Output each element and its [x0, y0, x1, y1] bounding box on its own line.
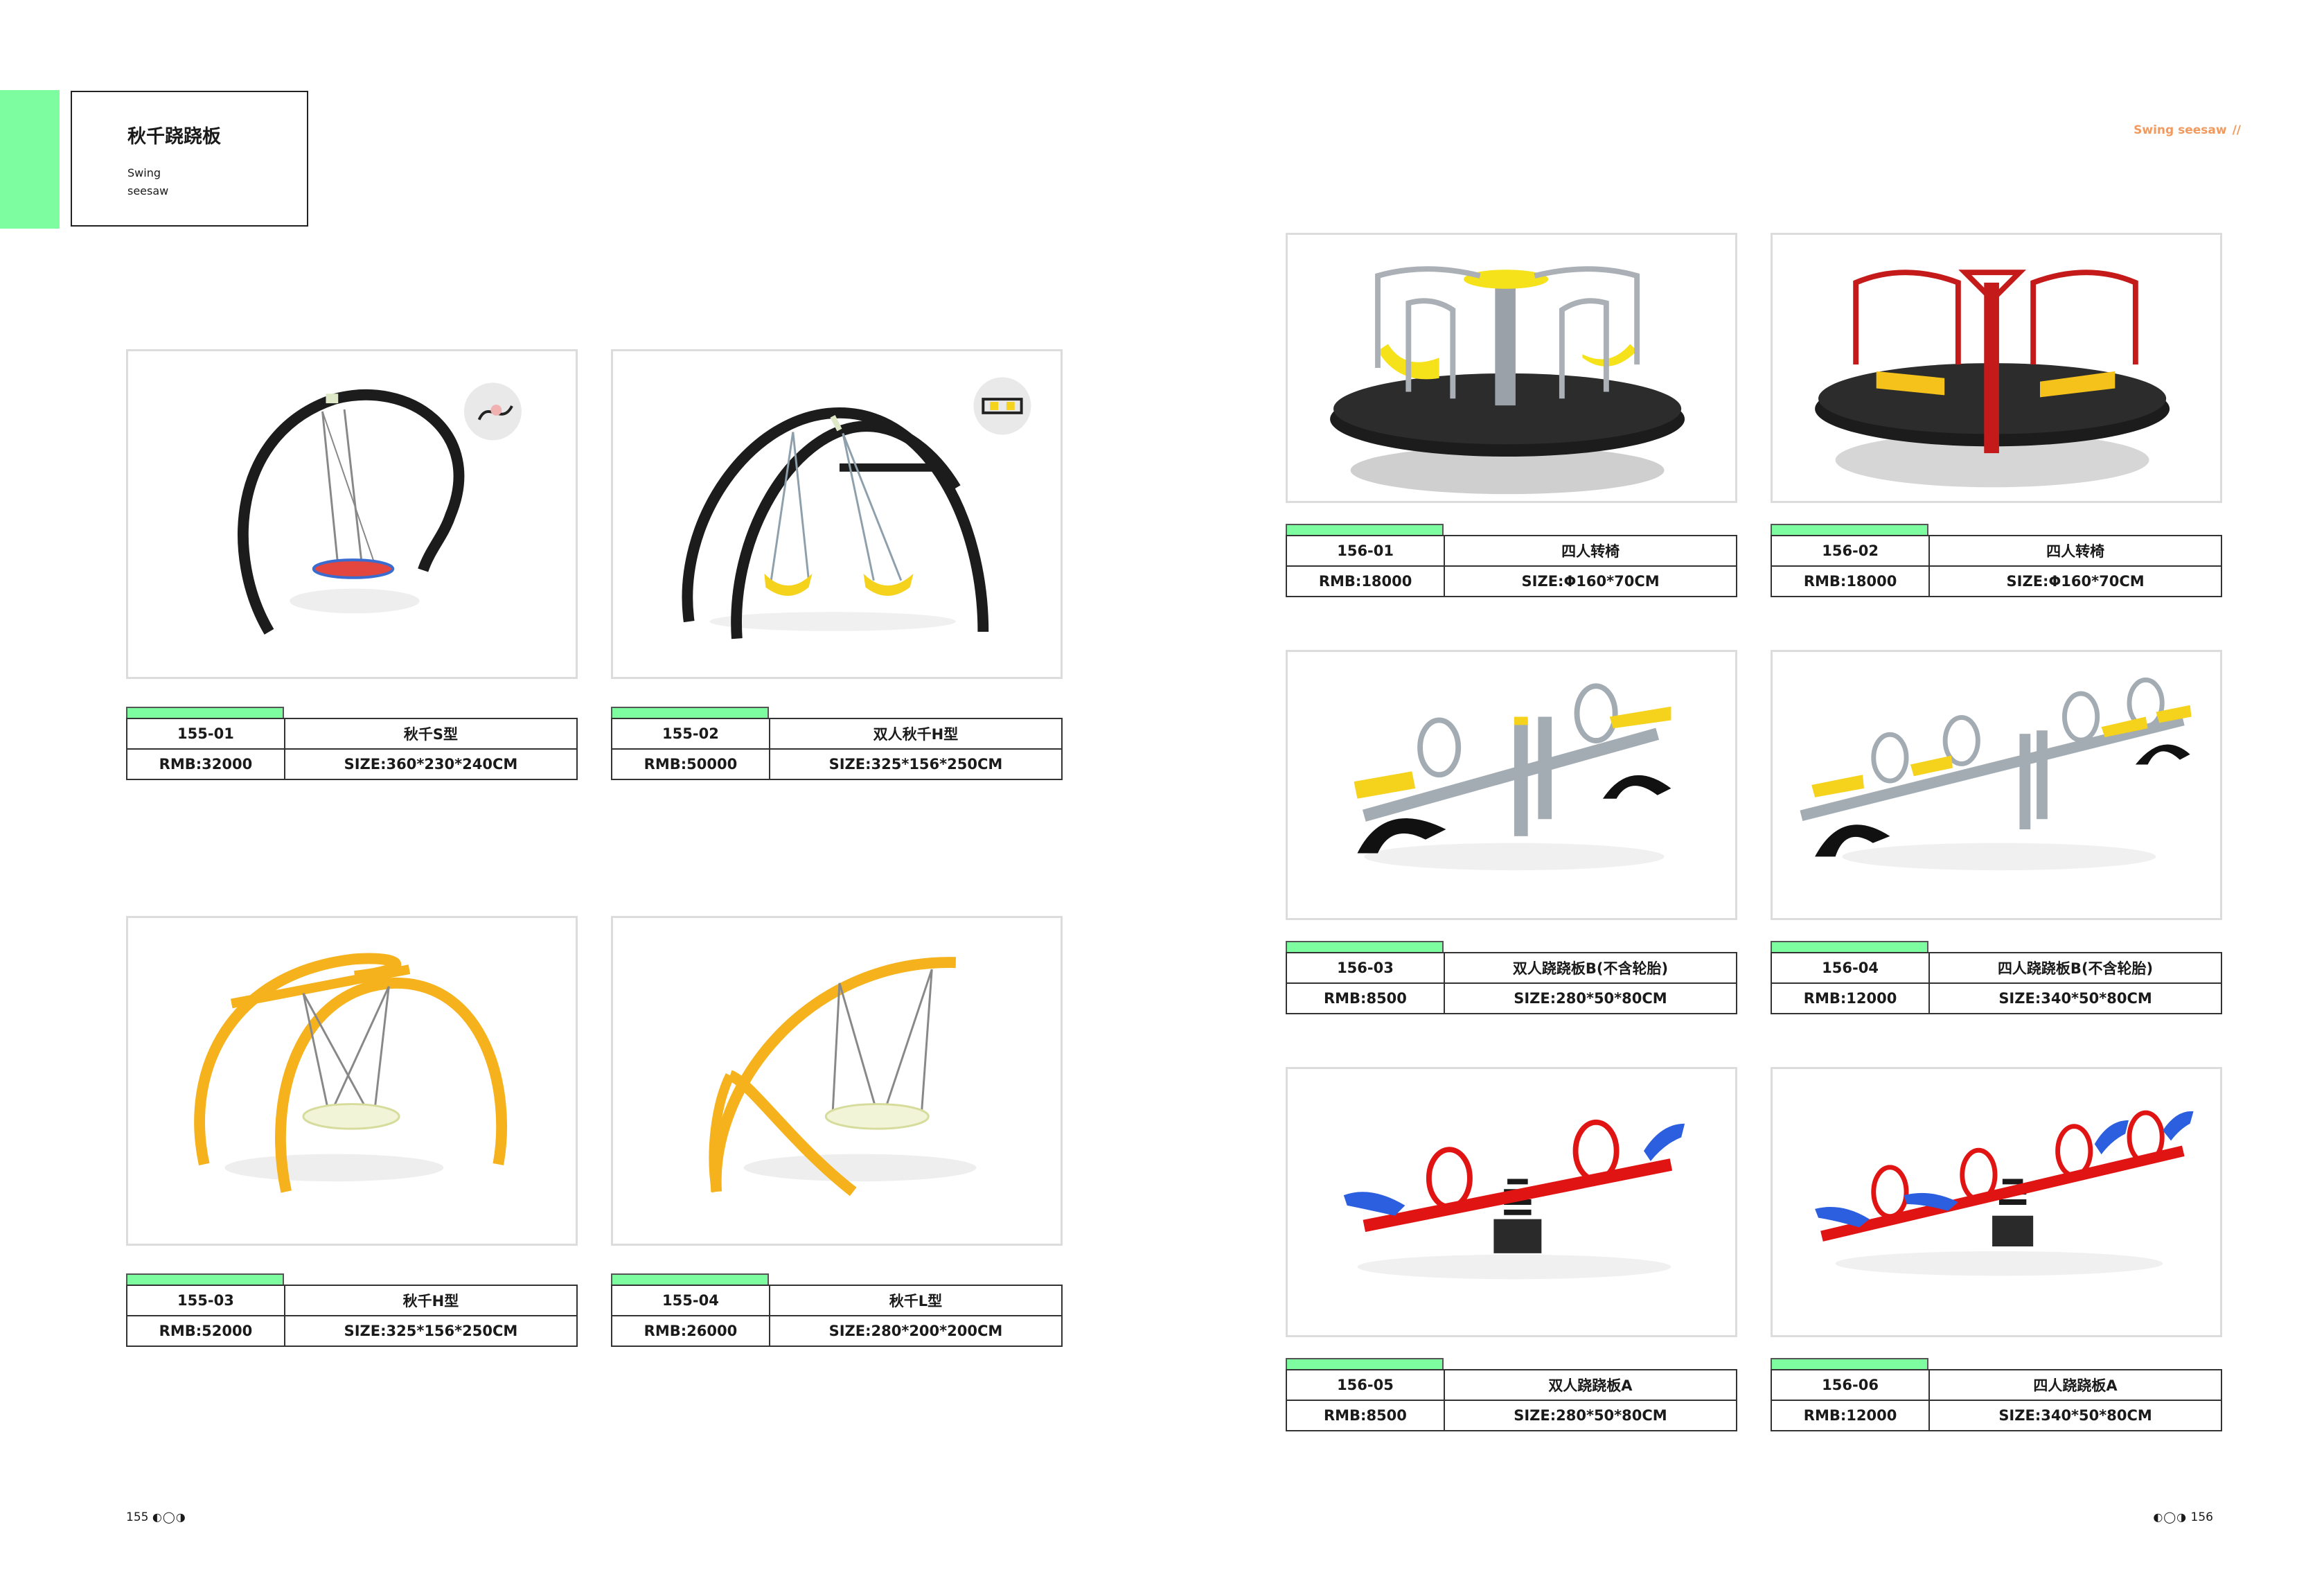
section-title-zh: 秋千跷跷板 [127, 126, 221, 148]
product-name: 秋千H型 [283, 1285, 578, 1316]
product-image [126, 916, 578, 1246]
product-size: SIZE:280*50*80CM [1443, 1400, 1738, 1431]
s-frame-nest-swing-image [238, 382, 522, 635]
product-price: RMB:18000 [1770, 565, 1931, 597]
product-size: SIZE:325*156*250CM [283, 1315, 578, 1347]
page-number-left-value: 155 [126, 1510, 149, 1524]
running-head-text: Swing seesaw [2134, 123, 2227, 137]
product-size: SIZE:325*156*250CM [768, 748, 1063, 780]
product-name: 四人跷跷板B(不含轮胎) [1928, 952, 2222, 984]
product-image [1771, 650, 2222, 920]
product-name: 四人跷跷板A [1928, 1369, 2222, 1401]
product-price: RMB:18000 [1285, 565, 1446, 597]
product-code: 155-04 [611, 1285, 770, 1316]
product-image [611, 916, 1063, 1246]
product-size: SIZE:360*230*240CM [283, 748, 578, 780]
product-price: RMB:8500 [1286, 982, 1445, 1014]
spring-seesaw-four-seat-image [1815, 1110, 2194, 1276]
product-size: SIZE:340*50*80CM [1928, 1400, 2222, 1431]
product-price: RMB:12000 [1770, 1400, 1931, 1431]
page-ornament-right: ◐◯◑ [2153, 1510, 2188, 1524]
seesaw-two-seat-grey-image [1354, 683, 1671, 871]
product-code: 155-01 [126, 718, 285, 750]
product-code: 156-03 [1286, 952, 1445, 984]
product-size: SIZE:280*50*80CM [1443, 982, 1738, 1014]
product-name: 秋千S型 [283, 718, 578, 750]
product-name: 双人跷跷板B(不含轮胎) [1443, 952, 1738, 984]
product-size: SIZE:Φ160*70CM [1444, 565, 1737, 597]
product-image [1286, 1067, 1737, 1337]
product-name: 双人秋千H型 [768, 718, 1063, 750]
page-number-left: 155 ◐◯◑ [126, 1510, 186, 1524]
product-price: RMB:50000 [611, 748, 770, 780]
h-frame-double-swing-image [682, 377, 1031, 639]
product-name: 四人转椅 [1928, 535, 2222, 567]
product-name: 秋千L型 [768, 1285, 1063, 1316]
seesaw-four-seat-grey-image [1800, 677, 2192, 871]
product-image [1771, 233, 2222, 503]
l-frame-nest-swing-yellow-image [709, 957, 977, 1197]
section-title-en: Swing seesaw [127, 166, 169, 197]
product-code: 155-03 [126, 1285, 285, 1316]
page-number-right-value: 156 [2190, 1510, 2213, 1524]
product-code: 156-06 [1770, 1369, 1931, 1401]
product-image [1771, 1067, 2222, 1337]
merry-go-round-red-image [1815, 270, 2170, 488]
product-price: RMB:52000 [126, 1315, 285, 1347]
product-code: 156-02 [1770, 535, 1931, 567]
product-code: 156-01 [1285, 535, 1446, 567]
product-price: RMB:12000 [1770, 982, 1931, 1014]
product-size: SIZE:Φ160*70CM [1928, 565, 2222, 597]
page-ornament-left: ◐◯◑ [152, 1510, 186, 1524]
running-head-bars: // [2232, 123, 2241, 137]
merry-go-round-grey-image [1330, 266, 1685, 495]
h-frame-nest-swing-yellow-image [194, 953, 507, 1193]
product-price: RMB:26000 [611, 1315, 770, 1347]
product-code: 155-02 [611, 718, 770, 750]
product-size: SIZE:340*50*80CM [1928, 982, 2222, 1014]
product-code: 156-04 [1770, 952, 1931, 984]
spring-seesaw-two-seat-image [1343, 1119, 1685, 1280]
product-image [1286, 233, 1737, 503]
product-image [1286, 650, 1737, 920]
product-image [611, 349, 1063, 679]
section-title-box: 秋千跷跷板 Swing seesaw [71, 91, 308, 227]
product-code: 156-05 [1286, 1369, 1445, 1401]
page-number-right: ◐◯◑ 156 [2153, 1510, 2213, 1524]
product-name: 四人转椅 [1444, 535, 1737, 567]
product-size: SIZE:280*200*200CM [768, 1315, 1063, 1347]
product-price: RMB:8500 [1286, 1400, 1445, 1431]
running-head: Swing seesaw // [2134, 123, 2241, 137]
product-name: 双人跷跷板A [1443, 1369, 1738, 1401]
product-price: RMB:32000 [126, 748, 285, 780]
product-image [126, 349, 578, 679]
section-color-tab [0, 90, 60, 229]
